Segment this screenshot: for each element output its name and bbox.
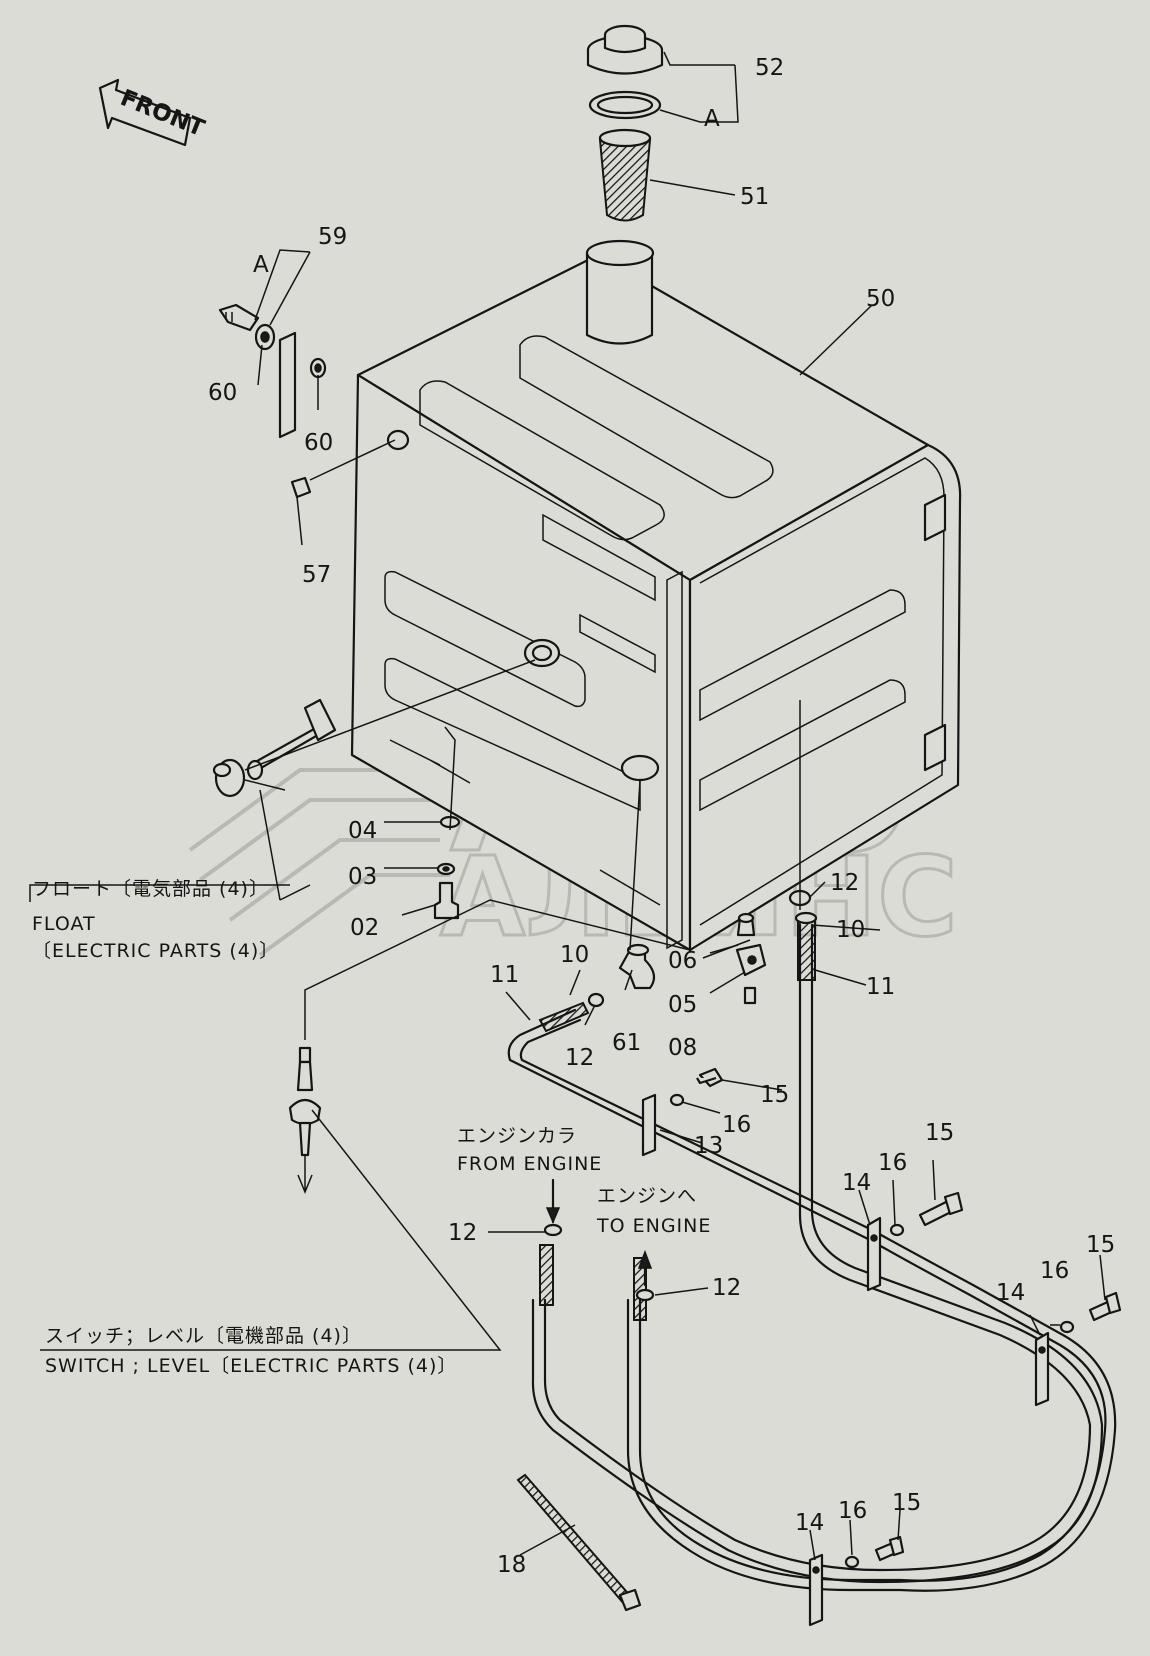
label-10a: 10: [560, 942, 589, 968]
label-10b: 10: [836, 917, 865, 943]
label-15d: 15: [892, 1490, 921, 1516]
bolt-02: [433, 881, 460, 920]
from-engine-jp: エンジンカラ: [457, 1125, 577, 1147]
strainer: [598, 128, 652, 222]
washer-16b: [889, 1223, 905, 1237]
label-16b: 16: [878, 1150, 907, 1176]
bolt-15b: [918, 1191, 964, 1227]
label-15b: 15: [925, 1120, 954, 1146]
clamp-14a: [866, 1216, 882, 1292]
label-15a: 15: [760, 1082, 789, 1108]
clamp-12b: [587, 992, 605, 1008]
mounting-bolt: [218, 303, 260, 332]
level-switch: [288, 1046, 322, 1194]
fitting-05: [735, 943, 767, 977]
label-11a: 11: [490, 962, 519, 988]
label-a-cap: A: [704, 106, 720, 132]
switch-caption-en: SWITCH ; LEVEL〔ELECTRIC PARTS (4)〕: [45, 1355, 457, 1377]
label-12d: 12: [712, 1275, 741, 1301]
leader-lines: [29, 51, 1106, 1561]
label-15c: 15: [1086, 1232, 1115, 1258]
clamp-14c: [808, 1553, 824, 1627]
washer-60b: [309, 357, 327, 379]
label-14c: 14: [795, 1510, 824, 1536]
label-13: 13: [694, 1133, 723, 1159]
to-engine-jp: エンジンへ: [597, 1185, 697, 1207]
to-engine-arrow-icon: [637, 1249, 653, 1287]
washer-60a: [254, 323, 276, 351]
label-12c: 12: [448, 1220, 477, 1246]
float-caption-en-parts: 〔ELECTRIC PARTS (4)〕: [32, 940, 279, 962]
filler-cap: [586, 24, 664, 75]
to-engine-en: TO ENGINE: [596, 1215, 711, 1237]
from-engine-en: FROM ENGINE: [457, 1153, 602, 1175]
watermark-logo: [188, 768, 450, 957]
float-caption-jp: フロート〔電気部品 (4)〕: [32, 878, 269, 900]
label-12a: 12: [830, 870, 859, 896]
label-18: 18: [497, 1552, 526, 1578]
label-05: 05: [668, 992, 697, 1018]
label-60b: 60: [304, 430, 333, 456]
washer-16d: [844, 1555, 860, 1569]
label-14b: 14: [996, 1280, 1025, 1306]
cap-gasket-inner: [596, 95, 654, 115]
cable-tie-18: [516, 1473, 642, 1612]
label-04: 04: [348, 818, 377, 844]
label-02: 02: [350, 915, 379, 941]
bolt-15a: [696, 1067, 724, 1088]
washer-16a: [669, 1093, 685, 1107]
label-50: 50: [866, 286, 895, 312]
cap-57: [290, 476, 312, 499]
label-52: 52: [755, 55, 784, 81]
clamp-13: [641, 1093, 657, 1157]
label-16d: 16: [838, 1498, 867, 1524]
fuel-tank: [350, 239, 962, 952]
captions: フロート〔電気部品 (4)〕 FLOAT 〔ELECTRIC PARTS (4)…: [32, 878, 711, 1377]
label-12b: 12: [565, 1045, 594, 1071]
bolt-15d: [874, 1535, 905, 1562]
fitting-06: [736, 912, 756, 937]
label-03: 03: [348, 864, 377, 890]
label-11b: 11: [866, 974, 895, 1000]
clamp-14b: [1034, 1331, 1050, 1407]
switch-caption-jp: スイッチ；レベル〔電機部品 (4)〕: [45, 1325, 362, 1347]
washer-03: [436, 862, 456, 876]
label-16c: 16: [1040, 1258, 1069, 1284]
from-engine-arrow-icon: [545, 1178, 561, 1224]
part-labels: 52 A 51 50 59 A 60 60 57 04 03 02 12 10 …: [208, 55, 1115, 1578]
label-14a: 14: [842, 1170, 871, 1196]
front-arrow-icon: FRONT: [98, 78, 208, 147]
tank-strap: [278, 331, 297, 439]
clamp-12c: [543, 1223, 563, 1237]
label-60a: 60: [208, 380, 237, 406]
label-08: 08: [668, 1035, 697, 1061]
clamp-12d: [635, 1288, 655, 1302]
supply-hose: [531, 911, 1104, 1584]
label-51: 51: [740, 184, 769, 210]
bolt-15c: [1088, 1291, 1122, 1322]
float-assembly: [212, 698, 337, 798]
label-57: 57: [302, 562, 331, 588]
label-59: 59: [318, 224, 347, 250]
fitting-08: [743, 986, 757, 1005]
label-16a: 16: [722, 1112, 751, 1138]
label-06: 06: [668, 948, 697, 974]
washer-16c: [1059, 1320, 1075, 1334]
label-a-left: A: [253, 252, 269, 278]
float-caption-en: FLOAT: [32, 913, 96, 935]
label-61: 61: [612, 1030, 641, 1056]
elbow-61: [618, 943, 656, 990]
